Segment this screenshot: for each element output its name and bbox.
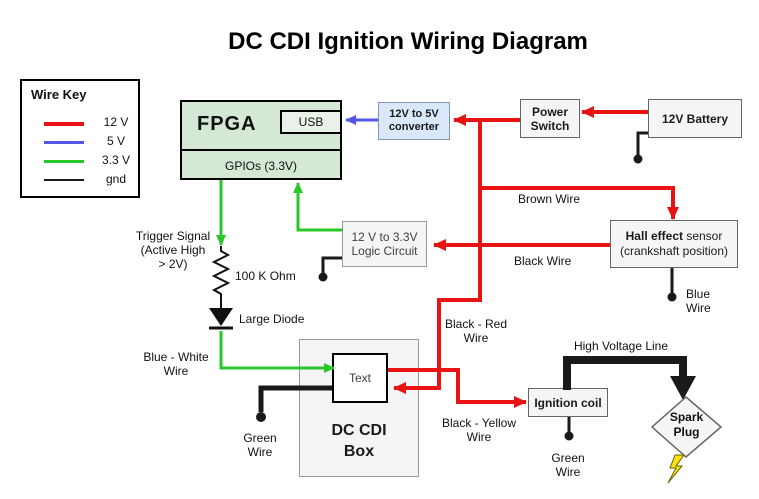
legend-swatch-gnd xyxy=(44,179,84,181)
spark-bolt-icon xyxy=(667,454,685,484)
trigger-signal-label: Trigger Signal (Active High > 2V) xyxy=(130,229,216,271)
logic-line1: 12 V to 3.3V xyxy=(351,230,418,244)
hall-sensor-bold: Hall effect xyxy=(625,229,683,243)
blue-wire-line1: Blue xyxy=(686,287,711,301)
power-switch-line1: Power xyxy=(531,104,568,119)
trigger-line2: (Active High xyxy=(140,243,206,257)
hall-sensor-rest: sensor xyxy=(683,229,723,243)
cdi-text-port: Text xyxy=(332,353,388,403)
diode-label: Large Diode xyxy=(239,312,305,326)
fpga-top-section: FPGA USB xyxy=(182,102,342,151)
hall-sensor-line1: Hall effect sensor xyxy=(626,229,723,244)
black-yellow-wire-label: Black - Yellow Wire xyxy=(436,416,522,444)
ignition-coil-block: Ignition coil xyxy=(528,388,608,417)
fpga-block: FPGA USB GPIOs (3.3V) xyxy=(180,100,342,180)
logic-line2: Logic Circuit xyxy=(351,244,418,258)
legend-row-gnd: gnd xyxy=(22,171,138,189)
brown-wire-label: Brown Wire xyxy=(518,192,581,206)
battery-block: 12V Battery xyxy=(648,99,742,138)
diode-symbol xyxy=(209,308,233,326)
legend-label-3v3: 3.3 V xyxy=(101,153,131,167)
power-switch-line2: Switch xyxy=(530,118,570,133)
legend-row-3v3: 3.3 V xyxy=(22,152,138,170)
green-left-line1: Green xyxy=(243,431,277,445)
spark-plug-line1: Spark xyxy=(669,410,704,424)
cdi-box-line1: DC CDI xyxy=(331,422,387,439)
black-red-line2: Wire xyxy=(463,331,489,345)
legend-label-gnd: gnd xyxy=(105,172,127,186)
hall-sensor-line2: (crankshaft position) xyxy=(619,244,729,258)
legend-label-12v: 12 V xyxy=(103,115,129,129)
high-voltage-label: High Voltage Line xyxy=(573,339,669,353)
hall-ground-dot xyxy=(667,292,677,302)
coil-ground-dot xyxy=(564,431,574,441)
wire-logic-ground xyxy=(321,256,342,273)
legend-row-5v: 5 V xyxy=(22,133,138,151)
high-voltage-arrowhead xyxy=(670,376,696,400)
fpga-label: FPGA xyxy=(197,113,257,135)
power-switch-block: Power Switch xyxy=(520,99,580,138)
green-coil-line1: Green xyxy=(551,451,585,465)
blue-white-line1: Blue - White xyxy=(143,350,209,364)
wire-key-legend: Wire Key 12 V 5 V 3.3 V gnd xyxy=(20,79,140,198)
resistor-symbol xyxy=(211,246,231,308)
blue-wire-label: Blue Wire xyxy=(686,287,711,315)
hall-sensor-block: Hall effect sensor (crankshaft position) xyxy=(610,220,738,268)
converter-line2: converter xyxy=(388,121,440,133)
black-wire-label: Black Wire xyxy=(514,254,572,268)
blue-white-wire-label: Blue - White Wire xyxy=(140,350,212,378)
wire-logic-to-gpio xyxy=(293,182,342,232)
converter-12v-5v-block: 12V to 5V converter xyxy=(378,102,450,140)
battery-ground-dot xyxy=(633,154,643,164)
black-red-wire-label: Black - Red Wire xyxy=(440,317,512,345)
textbox-ground-dot xyxy=(256,412,266,422)
black-yellow-line2: Wire xyxy=(466,430,492,444)
legend-label-5v: 5 V xyxy=(106,134,125,148)
spark-plug-label: Spark Plug xyxy=(652,410,721,440)
wire-battery-ground xyxy=(636,131,648,155)
fpga-gpio-section: GPIOs (3.3V) xyxy=(224,158,298,173)
black-red-line1: Black - Red xyxy=(444,317,508,331)
usb-port: USB xyxy=(280,110,342,134)
legend-swatch-12v xyxy=(44,122,84,126)
legend-row-12v: 12 V xyxy=(22,114,138,132)
spark-plug-line2: Plug xyxy=(673,425,700,439)
diagram-title: DC CDI Ignition Wiring Diagram xyxy=(228,28,588,55)
cdi-box-line2: Box xyxy=(343,443,375,460)
green-wire-coil-label: Green Wire xyxy=(544,451,592,479)
blue-white-line2: Wire xyxy=(163,364,189,378)
green-wire-left-label: Green Wire xyxy=(236,431,284,459)
green-left-line2: Wire xyxy=(247,445,273,459)
wire-key-title: Wire Key xyxy=(31,87,87,102)
logic-ground-dot xyxy=(318,272,328,282)
resistor-label: 100 K Ohm xyxy=(235,269,296,283)
legend-swatch-5v xyxy=(44,141,84,144)
legend-swatch-3v3 xyxy=(44,160,84,163)
high-voltage-line xyxy=(563,356,687,390)
blue-wire-line2: Wire xyxy=(686,301,711,315)
trigger-line1: Trigger Signal xyxy=(135,229,211,243)
logic-circuit-block: 12 V to 3.3V Logic Circuit xyxy=(342,221,427,267)
converter-line1: 12V to 5V xyxy=(389,108,439,120)
black-yellow-line1: Black - Yellow xyxy=(441,416,517,430)
trigger-line3: > 2V) xyxy=(158,257,188,271)
green-coil-line2: Wire xyxy=(555,465,581,479)
